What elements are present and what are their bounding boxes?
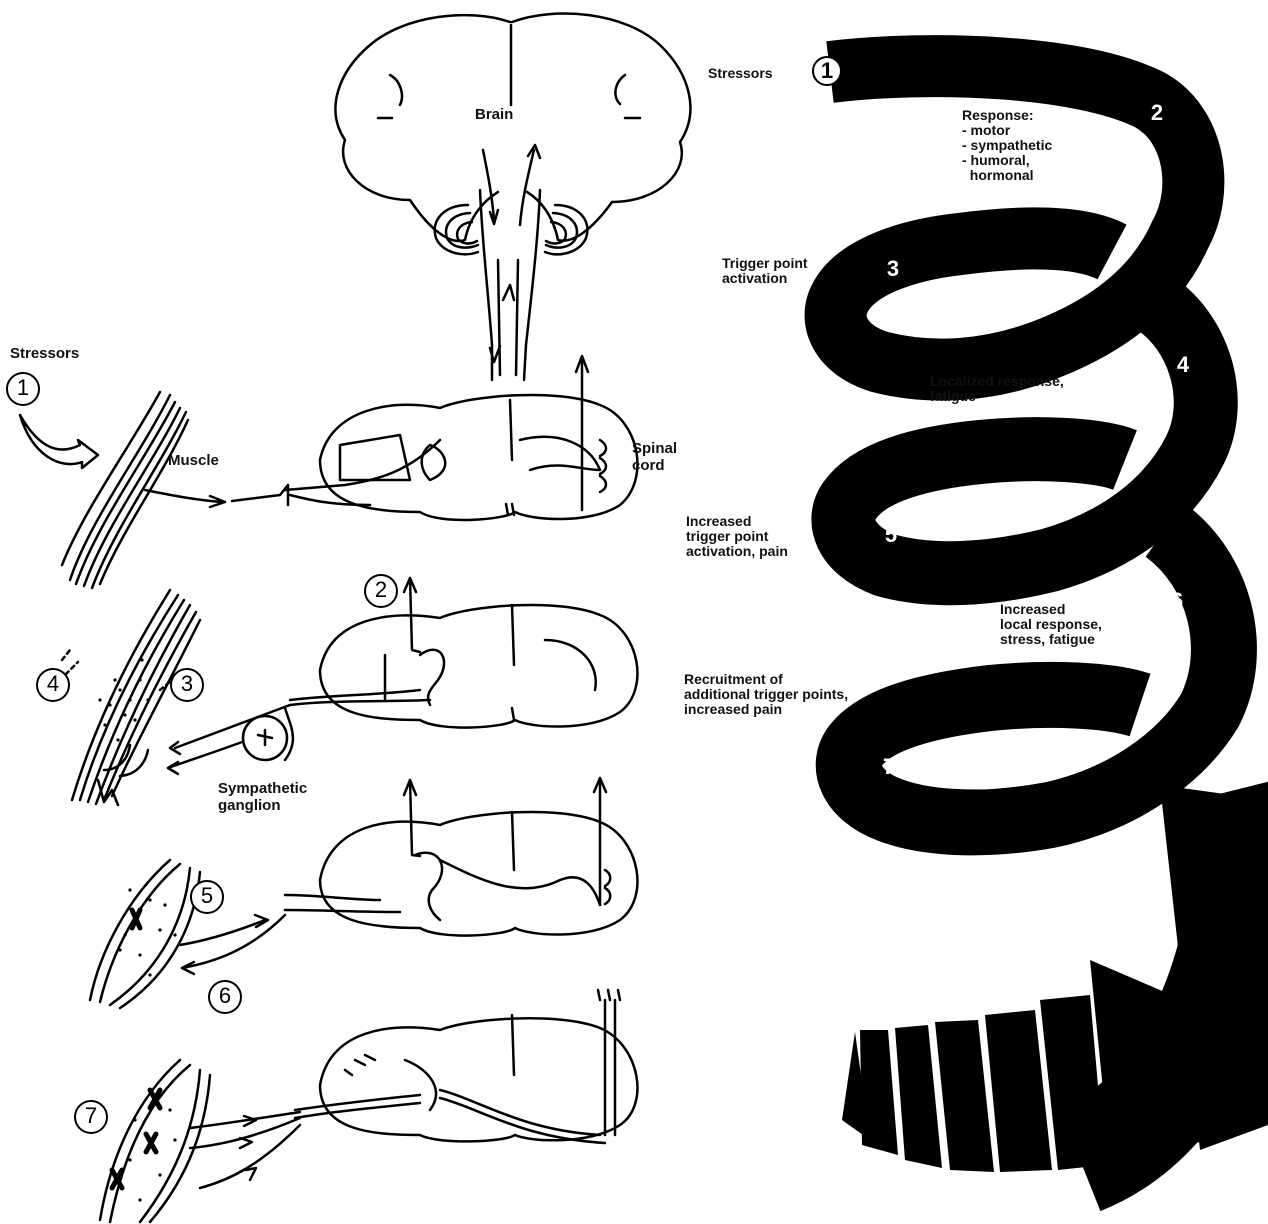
left-step-6-badge: 6	[208, 980, 242, 1014]
spiral-step-5-badge: 5	[876, 520, 906, 550]
efferent-nerve-2	[175, 705, 290, 748]
spinal-section-4	[295, 990, 637, 1143]
left-step-5-badge: 5	[190, 880, 224, 914]
spinal-cord-label: Spinal cord	[632, 440, 677, 474]
left-step-7-badge: 7	[74, 1100, 108, 1134]
spiral-step-6-badge: 6	[1162, 586, 1192, 616]
spiral-trigger-activation-label: Trigger point activation	[722, 256, 808, 286]
left-step-4-badge: 4	[36, 668, 70, 702]
spiral-stressors-label: Stressors	[708, 66, 773, 81]
spinal-section-1	[285, 356, 637, 520]
spiral-response-label: Response: - motor - sympathetic - humora…	[962, 108, 1052, 183]
spiral-localized-label: Localized response, fatigue	[930, 374, 1064, 404]
brain-label: Brain	[475, 106, 513, 123]
left-step-1-badge: 1	[6, 372, 40, 406]
spiral-step-3-badge: 3	[878, 254, 908, 284]
spinal-section-2	[285, 578, 637, 760]
spiral-recruitment-label: Recruitment of additional trigger points…	[684, 672, 848, 717]
sympathetic-ganglion-label: Sympathetic ganglion	[218, 780, 307, 814]
muscle-1	[20, 392, 188, 588]
muscle-3	[90, 860, 200, 1008]
spinal-section-3	[285, 778, 637, 936]
spiral-increased-local-label: Increased local response, stress, fatigu…	[1000, 602, 1102, 647]
spiral-step-4-badge: 4	[1168, 350, 1198, 380]
spiral-increased-trigger-label: Increased trigger point activation, pain	[686, 514, 788, 559]
brain-drawing	[335, 13, 690, 380]
spiral-step-1-badge: 1	[812, 56, 842, 86]
stressors-label-left: Stressors	[10, 345, 79, 362]
spiral-step-2-badge: 2	[1142, 98, 1172, 128]
muscle-4	[100, 1060, 210, 1222]
left-step-3-badge: 3	[170, 668, 204, 702]
muscle-label: Muscle	[168, 452, 219, 469]
spiral-step-7-badge: 7	[874, 752, 904, 782]
left-step-2-badge: 2	[364, 574, 398, 608]
